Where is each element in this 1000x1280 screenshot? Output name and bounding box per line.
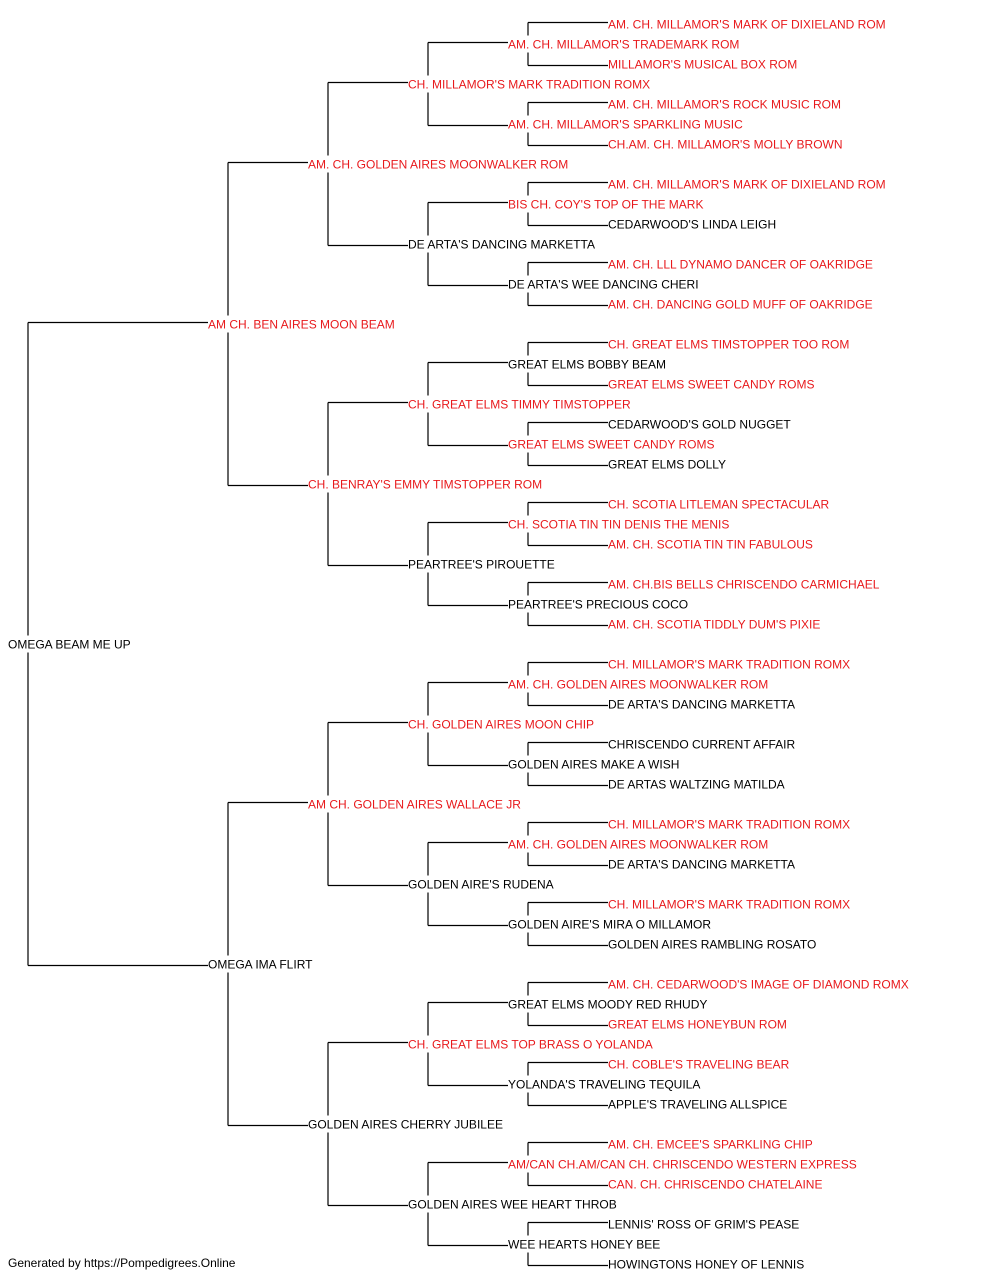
ancestor-name: BIS CH. COY'S TOP OF THE MARK — [508, 198, 703, 212]
ancestor-name: AM. CH. SCOTIA TIDDLY DUM'S PIXIE — [608, 618, 820, 632]
ancestor-name: PEARTREE'S PRECIOUS COCO — [508, 598, 688, 612]
ancestor-name: PEARTREE'S PIROUETTE — [408, 558, 555, 572]
ancestor-name: AM. CH.BIS BELLS CHRISCENDO CARMICHAEL — [608, 578, 880, 592]
pedigree-connectors — [27, 21, 608, 1267]
pedigree-labels: OMEGA BEAM ME UP AM CH. BEN AIRES MOON BE… — [8, 18, 909, 1272]
ancestor-name: CEDARWOOD'S LINDA LEIGH — [608, 218, 776, 232]
ancestor-name: LENNIS' ROSS OF GRIM'S PEASE — [608, 1218, 799, 1232]
ancestor-name: GOLDEN AIRE'S MIRA O MILLAMOR — [508, 918, 711, 932]
ancestor-name: GREAT ELMS SWEET CANDY ROMS — [508, 438, 714, 452]
ancestor-name: AM. CH. MILLAMOR'S MARK OF DIXIELAND ROM — [608, 178, 886, 192]
ancestor-name: YOLANDA'S TRAVELING TEQUILA — [508, 1078, 700, 1092]
ancestor-name: GREAT ELMS MOODY RED RHUDY — [508, 998, 707, 1012]
ancestor-name: CH. BENRAY'S EMMY TIMSTOPPER ROM — [308, 478, 542, 492]
ancestor-name: DE ARTAS WALTZING MATILDA — [608, 778, 785, 792]
ancestor-name: WEE HEARTS HONEY BEE — [508, 1238, 660, 1252]
ancestor-name: GOLDEN AIRES MAKE A WISH — [508, 758, 679, 772]
ancestor-name: APPLE'S TRAVELING ALLSPICE — [608, 1098, 787, 1112]
ancestor-name: CH. GOLDEN AIRES MOON CHIP — [408, 718, 594, 732]
ancestor-name: CH. GREAT ELMS TIMMY TIMSTOPPER — [408, 398, 631, 412]
ancestor-name: AM. CH. MILLAMOR'S SPARKLING MUSIC — [508, 118, 743, 132]
ancestor-name: GOLDEN AIRES WEE HEART THROB — [408, 1198, 617, 1212]
ancestor-name: CH. COBLE'S TRAVELING BEAR — [608, 1058, 790, 1072]
ancestor-name: AM. CH. CEDARWOOD'S IMAGE OF DIAMOND ROM… — [608, 978, 909, 992]
ancestor-name: GREAT ELMS BOBBY BEAM — [508, 358, 666, 372]
ancestor-name: AM. CH. LLL DYNAMO DANCER OF OAKRIDGE — [608, 258, 873, 272]
ancestor-name: CEDARWOOD'S GOLD NUGGET — [608, 418, 791, 432]
subject-dog-name: OMEGA BEAM ME UP — [8, 638, 131, 652]
ancestor-name: AM. CH. SCOTIA TIN TIN FABULOUS — [608, 538, 813, 552]
ancestor-name: CH. MILLAMOR'S MARK TRADITION ROMX — [408, 78, 650, 92]
ancestor-name: HOWINGTONS HONEY OF LENNIS — [608, 1258, 804, 1272]
ancestor-name: MILLAMOR'S MUSICAL BOX ROM — [608, 58, 797, 72]
ancestor-name: CH.AM. CH. MILLAMOR'S MOLLY BROWN — [608, 138, 843, 152]
ancestor-name: DE ARTA'S WEE DANCING CHERI — [508, 278, 699, 292]
ancestor-name: CH. SCOTIA TIN TIN DENIS THE MENIS — [508, 518, 729, 532]
ancestor-name: AM. CH. EMCEE'S SPARKLING CHIP — [608, 1138, 813, 1152]
ancestor-name: DE ARTA'S DANCING MARKETTA — [608, 858, 795, 872]
ancestor-name: AM. CH. MILLAMOR'S TRADEMARK ROM — [508, 38, 739, 52]
ancestor-name: GOLDEN AIRES RAMBLING ROSATO — [608, 938, 816, 952]
ancestor-name: GOLDEN AIRE'S RUDENA — [408, 878, 554, 892]
ancestor-name: CH. SCOTIA LITLEMAN SPECTACULAR — [608, 498, 829, 512]
ancestor-name: GREAT ELMS DOLLY — [608, 458, 726, 472]
ancestor-name: CH. GREAT ELMS TIMSTOPPER TOO ROM — [608, 338, 849, 352]
ancestor-name: AM. CH. MILLAMOR'S MARK OF DIXIELAND ROM — [608, 18, 886, 32]
ancestor-name: AM/CAN CH.AM/CAN CH. CHRISCENDO WESTERN … — [508, 1158, 857, 1172]
ancestor-name: AM CH. BEN AIRES MOON BEAM — [208, 318, 395, 332]
ancestor-name: DE ARTA'S DANCING MARKETTA — [408, 238, 595, 252]
ancestor-name: AM. CH. GOLDEN AIRES MOONWALKER ROM — [508, 838, 768, 852]
ancestor-name: AM. CH. GOLDEN AIRES MOONWALKER ROM — [308, 158, 568, 172]
ancestor-name: CH. MILLAMOR'S MARK TRADITION ROMX — [608, 898, 850, 912]
ancestor-name: GOLDEN AIRES CHERRY JUBILEE — [308, 1118, 503, 1132]
ancestor-name: CH. GREAT ELMS TOP BRASS O YOLANDA — [408, 1038, 653, 1052]
ancestor-name: AM CH. GOLDEN AIRES WALLACE JR — [308, 798, 521, 812]
ancestor-name: GREAT ELMS SWEET CANDY ROMS — [608, 378, 814, 392]
ancestor-name: CAN. CH. CHRISCENDO CHATELAINE — [608, 1178, 822, 1192]
ancestor-name: CH. MILLAMOR'S MARK TRADITION ROMX — [608, 818, 850, 832]
ancestor-name: CH. MILLAMOR'S MARK TRADITION ROMX — [608, 658, 850, 672]
ancestor-name: DE ARTA'S DANCING MARKETTA — [608, 698, 795, 712]
ancestor-name: GREAT ELMS HONEYBUN ROM — [608, 1018, 787, 1032]
ancestor-name: AM. CH. GOLDEN AIRES MOONWALKER ROM — [508, 678, 768, 692]
ancestor-name: CHRISCENDO CURRENT AFFAIR — [608, 738, 795, 752]
ancestor-name: AM. CH. MILLAMOR'S ROCK MUSIC ROM — [608, 98, 841, 112]
ancestor-name: AM. CH. DANCING GOLD MUFF OF OAKRIDGE — [608, 298, 873, 312]
ancestor-name: OMEGA IMA FLIRT — [208, 958, 313, 972]
generated-by-footer: Generated by https://Pompedigrees.Online — [8, 1256, 236, 1270]
